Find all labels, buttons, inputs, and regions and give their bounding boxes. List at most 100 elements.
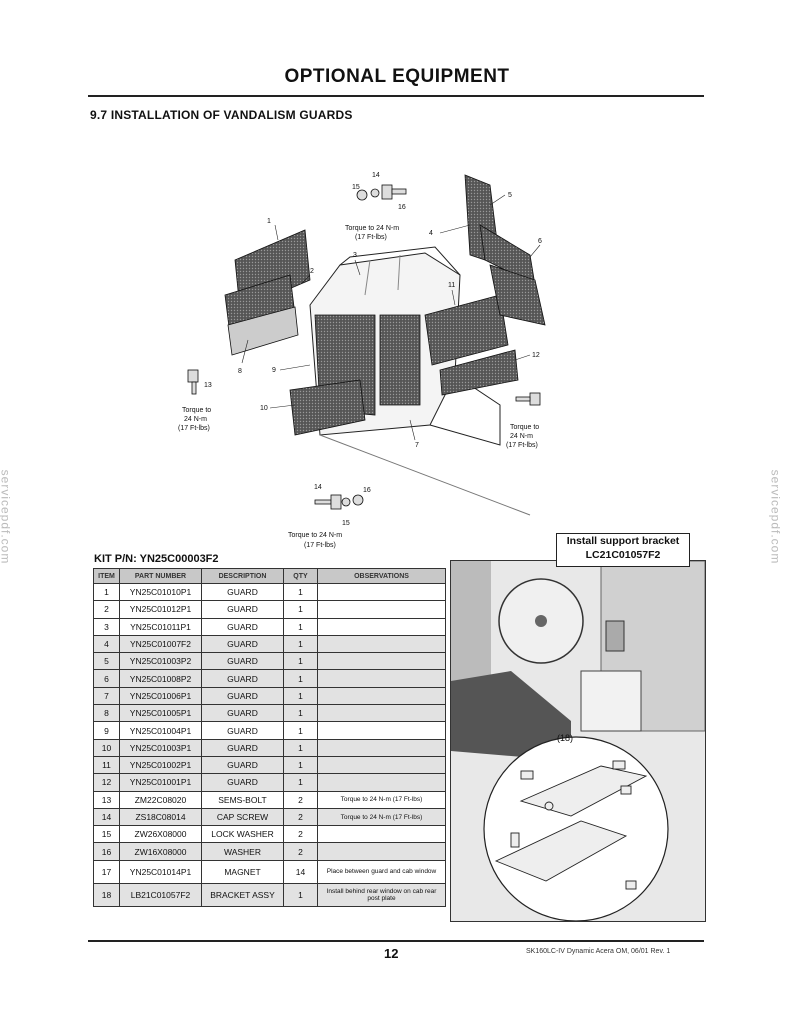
cell-observations xyxy=(317,755,446,775)
cell-qty: 1 xyxy=(283,882,318,907)
callout-16: 16 xyxy=(398,204,406,211)
torque-note-left-3: (17 Ft-lbs) xyxy=(178,425,210,432)
cell-observations xyxy=(317,600,446,619)
title-rule xyxy=(88,95,704,97)
cell-qty: 1 xyxy=(283,617,318,636)
bracket-photo-illustration xyxy=(451,560,706,922)
install-bracket-callout: Install support bracket LC21C01057F2 xyxy=(556,533,690,567)
cell-description: LOCK WASHER xyxy=(201,825,284,844)
callout-6: 6 xyxy=(538,238,542,245)
cell-observations xyxy=(317,825,446,844)
cell-part-number: ZW16X08000 xyxy=(119,842,202,861)
cell-part-number: LB21C01057F2 xyxy=(119,882,202,907)
callout-12: 12 xyxy=(532,352,540,359)
cell-part-number: ZS18C08014 xyxy=(119,807,202,827)
cell-part-number: YN25C01001P1 xyxy=(119,773,202,792)
cell-description: GUARD xyxy=(201,738,284,757)
header-qty: QTY xyxy=(283,568,318,584)
cell-observations xyxy=(317,704,446,723)
parts-table: ITEM PART NUMBER DESCRIPTION QTY OBSERVA… xyxy=(93,568,446,907)
cell-observations xyxy=(317,738,446,757)
cell-part-number: YN25C01003P2 xyxy=(119,652,202,671)
header-description: DESCRIPTION xyxy=(201,568,284,584)
torque-note-right-1: Torque to xyxy=(510,424,539,431)
cell-description: WASHER xyxy=(201,842,284,861)
callout-10: 10 xyxy=(260,405,268,412)
cell-qty: 1 xyxy=(283,721,318,740)
cell-qty: 1 xyxy=(283,773,318,792)
cell-item: 14 xyxy=(93,807,120,827)
cell-observations xyxy=(317,669,446,688)
torque-note-right-2: 24 N-m xyxy=(510,433,533,440)
cell-qty: 2 xyxy=(283,790,318,809)
cell-part-number: YN25C01007F2 xyxy=(119,634,202,654)
cell-item: 9 xyxy=(93,721,120,740)
guard-panels xyxy=(224,174,546,436)
cell-description: BRACKET ASSY xyxy=(201,882,284,907)
callout-2: 2 xyxy=(310,268,314,275)
watermark-right: servicepdf.com xyxy=(768,469,783,565)
cell-description: MAGNET xyxy=(201,859,284,884)
cell-observations xyxy=(317,773,446,792)
page-title: OPTIONAL EQUIPMENT xyxy=(284,66,510,87)
cell-part-number: YN25C01011P1 xyxy=(119,617,202,636)
torque-note-left-1: Torque to xyxy=(182,407,211,414)
cell-part-number: YN25C01010P1 xyxy=(119,582,202,602)
callout-9: 9 xyxy=(272,367,276,374)
cell-qty: 2 xyxy=(283,807,318,827)
cell-item: 3 xyxy=(93,617,120,636)
cell-qty: 1 xyxy=(283,686,318,706)
kit-part-number: KIT P/N: YN25C00003F2 xyxy=(94,553,219,565)
cell-description: GUARD xyxy=(201,773,284,792)
callout-16-bottom: 16 xyxy=(363,487,371,494)
callout-4: 4 xyxy=(429,230,433,237)
cell-item: 10 xyxy=(93,738,120,757)
cell-description: SEMS-BOLT xyxy=(201,790,284,809)
cell-observations xyxy=(317,634,446,654)
cell-description: GUARD xyxy=(201,686,284,706)
cell-item: 16 xyxy=(93,842,120,861)
callout-13: 13 xyxy=(204,382,212,389)
cell-description: CAP SCREW xyxy=(201,807,284,827)
cell-item: 18 xyxy=(93,882,120,907)
bracket-detail-drawing xyxy=(494,760,648,890)
cell-item: 7 xyxy=(93,686,120,706)
cell-observations: Torque to 24 N-m (17 Ft-lbs) xyxy=(317,790,446,809)
detail-callout-18: (18) xyxy=(557,733,574,743)
cell-qty: 2 xyxy=(283,825,318,844)
cell-item: 6 xyxy=(93,669,120,688)
cell-item: 11 xyxy=(93,755,120,775)
cell-part-number: ZM22C08020 xyxy=(119,790,202,809)
watermark-left: servicepdf.com xyxy=(0,469,13,565)
cell-observations xyxy=(317,842,446,861)
callout-11: 11 xyxy=(448,282,455,289)
header-observations: OBSERVATIONS xyxy=(317,568,446,584)
callout-line-1: Install support bracket xyxy=(566,535,680,547)
callout-line-2: LC21C01057F2 xyxy=(585,549,661,561)
cell-qty: 1 xyxy=(283,755,318,775)
cell-description: GUARD xyxy=(201,755,284,775)
cell-description: GUARD xyxy=(201,721,284,740)
cell-description: GUARD xyxy=(201,652,284,671)
cell-observations xyxy=(317,617,446,636)
cell-qty: 1 xyxy=(283,652,318,671)
cell-observations: Place between guard and cab window xyxy=(317,859,446,884)
cell-qty: 1 xyxy=(283,582,318,602)
callout-1: 1 xyxy=(267,218,271,225)
cell-observations xyxy=(317,721,446,740)
cell-item: 13 xyxy=(93,790,120,809)
callout-14: 14 xyxy=(372,172,380,179)
cell-qty: 1 xyxy=(283,600,318,619)
